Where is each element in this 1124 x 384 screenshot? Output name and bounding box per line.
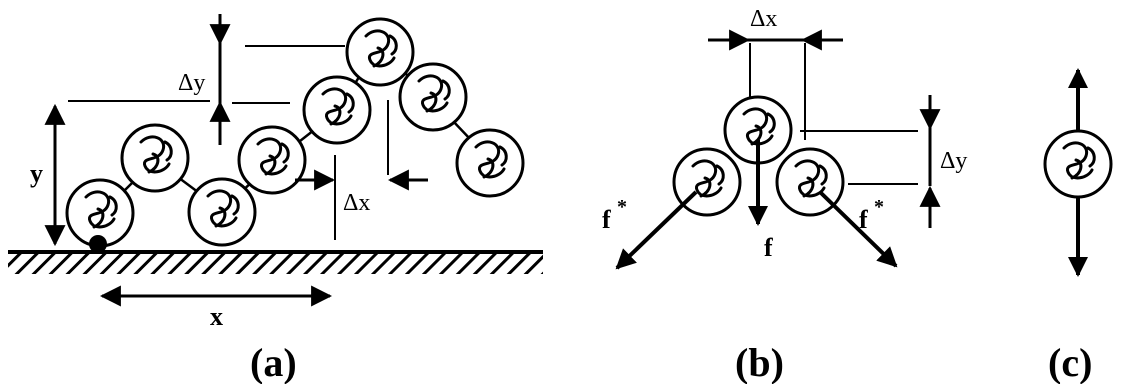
- caption-b: (b): [735, 340, 784, 384]
- molecule-7: [400, 64, 466, 130]
- molecule-5: [304, 77, 370, 143]
- b-force-left: [617, 192, 696, 268]
- b-f-left: f: [602, 205, 611, 234]
- b-dx-label: Δx: [750, 6, 777, 32]
- c-molecule: [1045, 131, 1111, 197]
- b-force-right: [820, 192, 896, 266]
- b-f-center: f: [764, 233, 773, 262]
- b-f-left-star: *: [617, 196, 627, 218]
- panel-c: (c): [1045, 70, 1111, 384]
- b-dy-label: Δy: [940, 148, 967, 174]
- panel-b: Δx Δy f * f f * (b): [602, 6, 967, 384]
- molecule-4: [239, 127, 305, 193]
- molecule-8: [457, 130, 523, 196]
- dy-label: Δy: [178, 70, 205, 96]
- anchor-point: [89, 235, 107, 253]
- caption-c: (c): [1048, 340, 1092, 384]
- panel-a: y Δy Δx x (a): [8, 14, 543, 384]
- molecule-3: [189, 179, 255, 245]
- b-f-right: f: [859, 205, 868, 234]
- x-label: x: [210, 302, 223, 331]
- molecule-2: [122, 125, 188, 191]
- y-label: y: [30, 159, 43, 188]
- b-f-right-star: *: [874, 196, 884, 218]
- molecule-6: [347, 19, 413, 85]
- dx-label: Δx: [343, 190, 370, 216]
- caption-a: (a): [250, 340, 297, 384]
- ground-hatch: [8, 252, 543, 274]
